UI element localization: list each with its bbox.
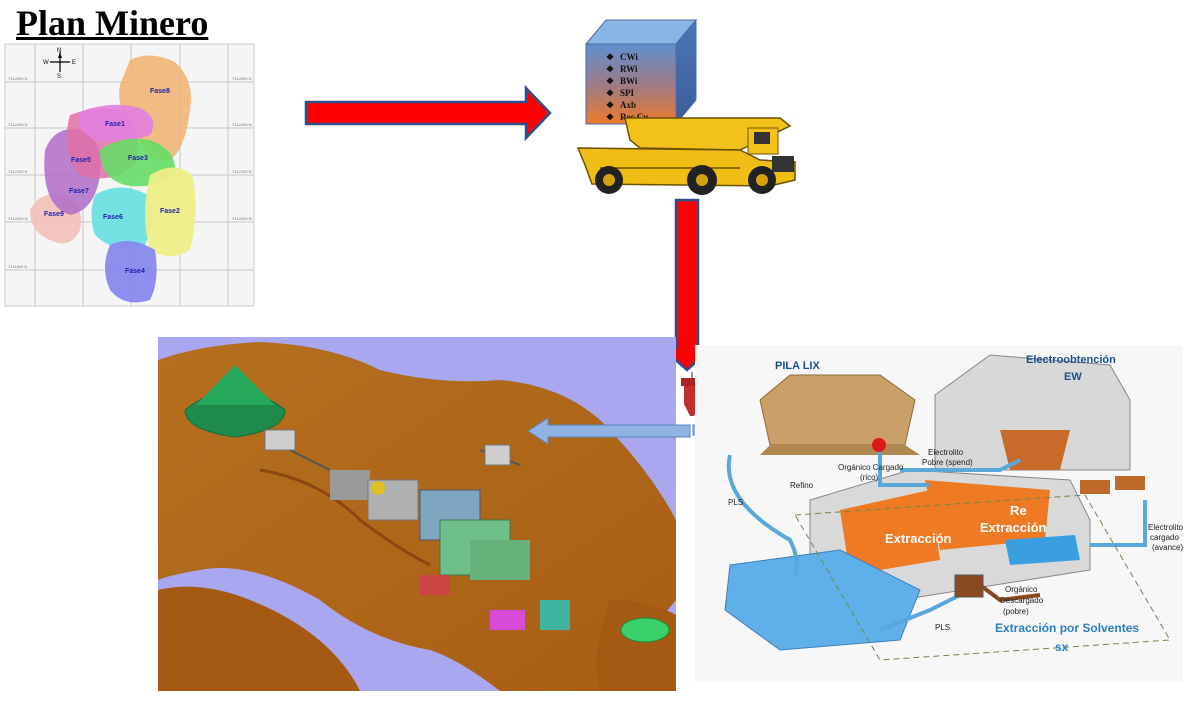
label-pls-top: PLS	[728, 498, 743, 507]
svg-text:❖: ❖	[606, 88, 614, 98]
plant-3d-render	[158, 337, 676, 691]
label-organico-cargado-1: Orgánico Cargado	[838, 463, 904, 472]
phase-label-6: Fase6	[103, 214, 123, 221]
label-ew-line2: EW	[1064, 371, 1082, 383]
label-pls-bottom: PLS	[935, 623, 950, 632]
phase-label-3: Fase3	[128, 155, 148, 162]
phase-label-5: Fase5	[71, 157, 91, 164]
svg-text:7412000 N: 7412000 N	[8, 216, 28, 221]
svg-text:7412600 N: 7412600 N	[232, 76, 252, 81]
label-extraccion: Extracción	[885, 531, 952, 546]
sx-ew-process-diagram: PILA LIX Electroobtención EW Extracción …	[695, 345, 1184, 682]
phase-label-9: Fase9	[44, 211, 64, 218]
label-pila-lix: PILA LIX	[775, 360, 820, 372]
phase-label-1: Fase1	[105, 121, 125, 128]
svg-text:7412200 N: 7412200 N	[232, 169, 252, 174]
label-electrolito-cargado-2: cargado	[1150, 533, 1179, 542]
param-cwi: CWi	[620, 52, 638, 62]
svg-text:N: N	[57, 48, 61, 54]
label-re-line2: Extracción	[980, 520, 1047, 535]
label-electrolito-pobre-1: Electrolito	[928, 448, 964, 457]
svg-text:❖: ❖	[606, 52, 614, 62]
label-electrolito-cargado-1: Electrolito	[1148, 523, 1184, 532]
label-electrolito-pobre-2: Pobre (spend)	[922, 458, 973, 467]
param-rwi: RWi	[620, 64, 638, 74]
page-title: Plan Minero	[16, 3, 209, 43]
svg-text:7412400 N: 7412400 N	[8, 122, 28, 127]
arrow-right-red	[304, 84, 552, 142]
svg-text:7412000 N: 7412000 N	[232, 216, 252, 221]
svg-text:7411800 N: 7411800 N	[8, 264, 27, 269]
phase-label-7: Fase7	[69, 188, 89, 195]
label-re-line1: Re	[1010, 503, 1027, 518]
param-axb: Axb	[620, 100, 636, 110]
phase-label-4: Fase4	[125, 268, 145, 275]
label-organico-desc-2: Descargado	[1000, 596, 1044, 605]
compass-icon: N S E W	[43, 48, 76, 80]
svg-text:S: S	[57, 74, 61, 80]
svg-text:❖: ❖	[606, 112, 614, 122]
label-organico-desc-1: Orgánico	[1005, 585, 1038, 594]
label-organico-desc-3: (pobre)	[1003, 607, 1029, 616]
phase-label-2: Fase2	[160, 208, 180, 215]
svg-text:❖: ❖	[606, 100, 614, 110]
svg-text:❖: ❖	[606, 64, 614, 74]
svg-text:❖: ❖	[606, 76, 614, 86]
block-model-cube: ❖ CWi ❖ RWi ❖ BWi ❖ SPI ❖ Axb ❖ Rec Cu	[584, 18, 698, 126]
label-electrolito-cargado-3: (avance)	[1152, 543, 1183, 552]
label-refino: Refino	[790, 481, 814, 490]
svg-text:7412400 N: 7412400 N	[232, 122, 252, 127]
svg-text:7412200 N: 7412200 N	[8, 169, 28, 174]
param-spi: SPI	[620, 88, 635, 98]
label-sx-line2: sx	[1055, 640, 1069, 654]
svg-text:W: W	[43, 60, 49, 66]
haul-truck-icon	[576, 117, 796, 195]
label-ew-line1: Electroobtención	[1026, 354, 1116, 366]
label-organico-cargado-2: (rico)	[860, 473, 879, 482]
arrow-left-blue	[527, 417, 691, 445]
mine-plan-map: 7412600 N 7412400 N 7412200 N 7412000 N 74…	[4, 43, 255, 307]
param-bwi: BWi	[620, 76, 638, 86]
label-sx-line1: Extracción por Solventes	[995, 621, 1139, 635]
phase-label-8: Fase8	[150, 88, 170, 95]
param-rec-cu: Rec Cu	[620, 112, 648, 122]
svg-text:7412600 N: 7412600 N	[8, 76, 28, 81]
svg-text:E: E	[72, 60, 76, 66]
